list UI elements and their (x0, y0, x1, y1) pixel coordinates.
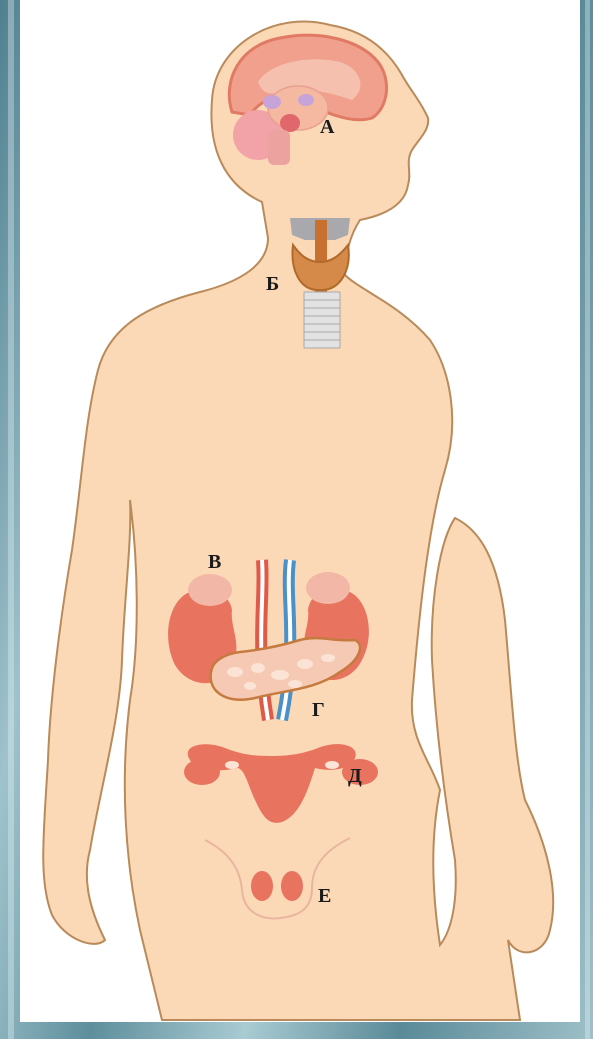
label-testes: Е (318, 885, 331, 907)
ovary-highlight-right (325, 761, 339, 769)
right-adrenal-gland (306, 572, 350, 604)
pituitary-gland (280, 114, 300, 132)
brainstem (268, 130, 290, 165)
ovary-highlight-left (225, 761, 239, 769)
right-testis (281, 871, 303, 901)
label-adrenal: В (208, 551, 221, 573)
left-adrenal-gland (188, 574, 232, 606)
left-ovary (184, 759, 220, 785)
label-pituitary: А (320, 116, 335, 138)
label-ovaries: Д (348, 765, 362, 787)
left-testis (251, 871, 273, 901)
trachea (304, 292, 340, 348)
thalamus-left (263, 95, 281, 109)
thalamus-right (298, 94, 314, 106)
label-pancreas: Г (312, 699, 325, 721)
label-thyroid: Б (266, 273, 279, 295)
